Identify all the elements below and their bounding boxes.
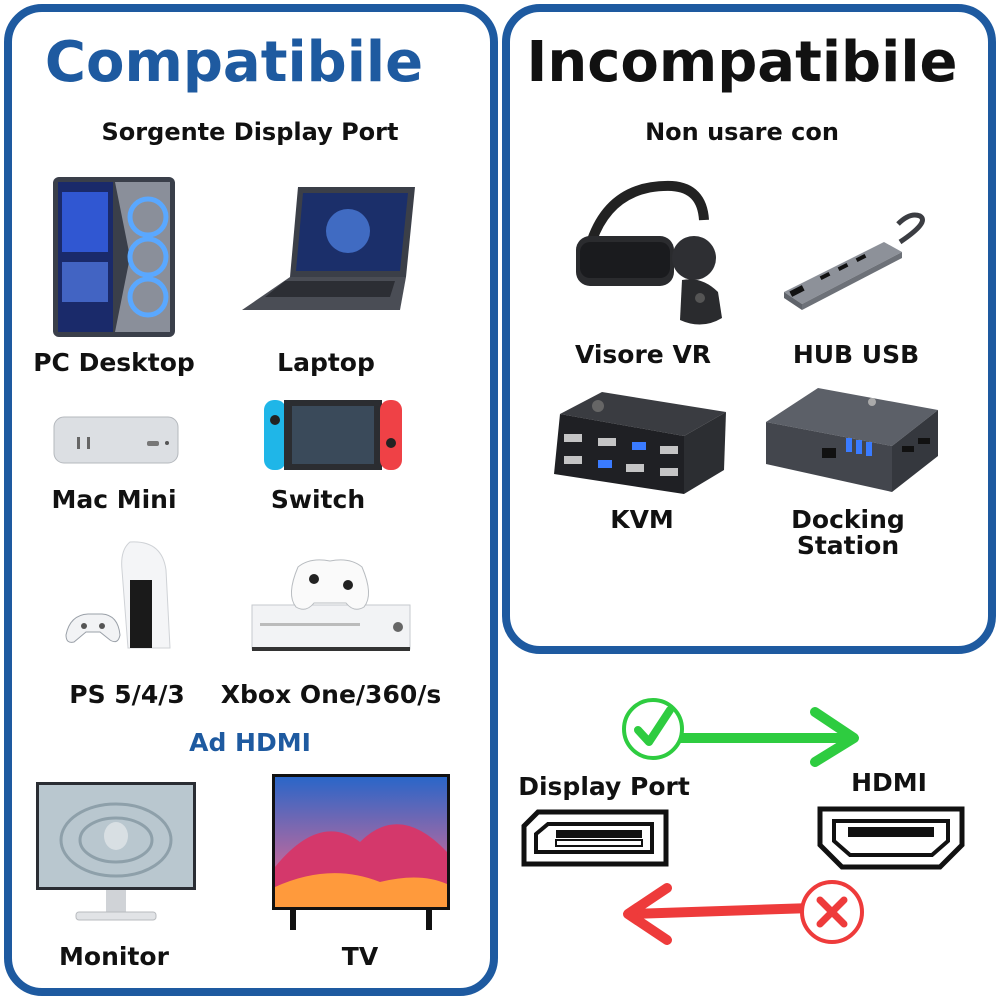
hdmi-connector-icon [816,805,966,871]
docking-station-icon [762,386,942,496]
playstation-icon [62,540,174,655]
incompatible-title: Incompatibile [526,30,958,95]
label-laptop: Laptop [277,348,375,377]
nintendo-switch-icon [262,398,404,472]
label-usb-hub: HUB USB [792,340,920,369]
label-playstation: PS 5/4/3 [69,680,185,709]
label-vr: Visore VR [574,340,712,369]
label-kvm: KVM [610,505,674,534]
forward-arrow [610,690,870,780]
monitor-icon [34,780,198,925]
label-tv: TV [341,942,379,971]
hdmi-section-label: Ad HDMI [189,728,311,757]
laptop-icon [240,185,418,315]
kvm-switch-icon [550,390,728,500]
reverse-arrow [612,870,872,960]
desktop-pc-icon [50,172,180,342]
cross-icon [798,878,866,946]
xbox-icon [250,555,412,653]
usb-hub-icon [780,212,930,312]
displayport-label: Display Port [518,772,690,801]
compatible-subtitle: Sorgente Display Port [101,118,399,146]
label-monitor: Monitor [59,942,169,971]
displayport-connector-icon [518,808,672,868]
compatible-title: Compatibile [44,30,424,95]
label-pc-desktop: PC Desktop [33,348,195,377]
vr-headset-icon [572,180,732,330]
label-mac-mini: Mac Mini [51,485,177,514]
tv-icon [270,772,452,936]
label-docking: Docking [791,505,905,534]
incompatible-subtitle: Non usare con [645,118,839,146]
label-station: Station [796,531,900,560]
incompatible-panel [502,4,996,654]
label-switch: Switch [270,485,366,514]
label-xbox: Xbox One/360/s [220,680,442,709]
hdmi-label: HDMI [851,768,927,797]
check-icon [620,696,686,762]
mac-mini-icon [52,415,180,465]
